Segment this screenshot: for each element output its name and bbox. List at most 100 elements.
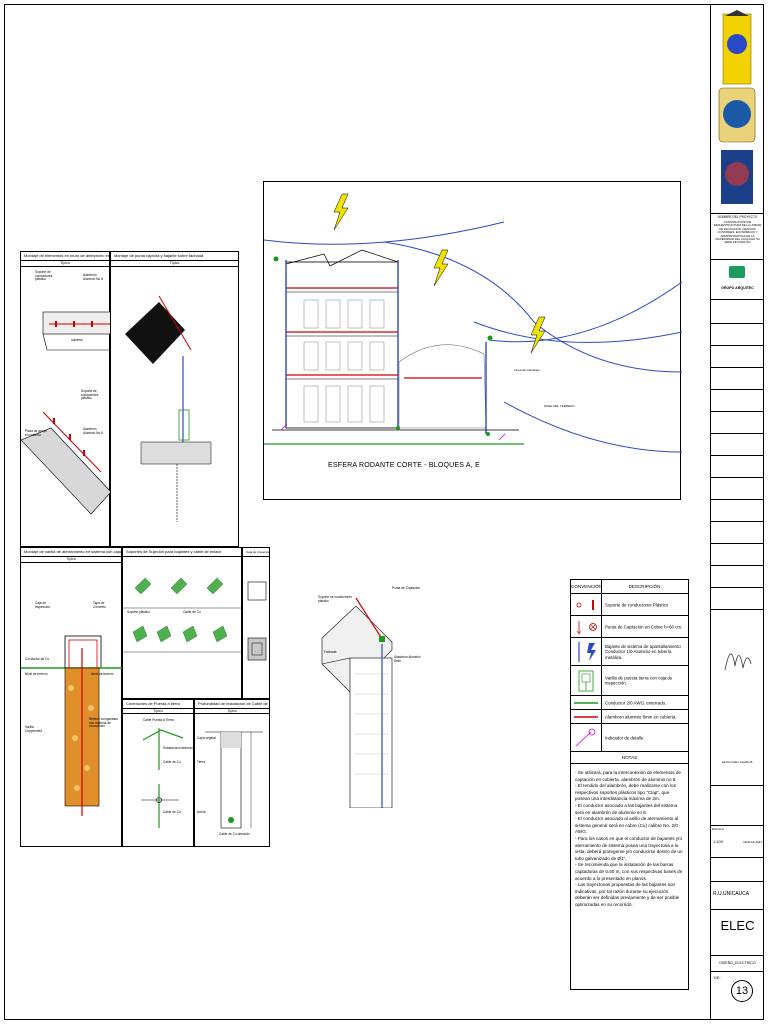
panel-drawing: [205, 731, 263, 829]
panel-roof-parapet: Montaje de elementos en muro de antepech…: [20, 251, 111, 547]
legend-row: Soporte de conductores Plástico: [571, 594, 688, 616]
note-item: - Se recomienda que la instalación de la…: [575, 862, 683, 881]
tb-row: [711, 588, 764, 610]
legend-desc: Punta de Captación en Cobre h=60 cm.: [605, 623, 683, 629]
project-block: NOMBRE DEL PROYECTO CONSTRUCCIÓN DE INFR…: [711, 214, 764, 260]
detail-label-tip: Punta de Captación: [392, 586, 420, 590]
note-item: - Las trayectorias propuestas de las baj…: [575, 882, 680, 907]
typical-tag: Típico: [21, 556, 121, 563]
panel-title: Conexiones de Puesta a tierra: [123, 700, 193, 709]
legend-row: Indicador de detalle.: [571, 724, 688, 752]
tb-row: [711, 346, 764, 368]
legend-table: CONVENCIÓN DESCRIPCIÓN Soporte de conduc…: [570, 579, 689, 990]
typical-tag: Típico: [123, 708, 193, 714]
detail-label-support: Soporte de conductores plástico: [318, 595, 352, 603]
buried-conductor-icon: [571, 696, 602, 709]
panel-drawing: [123, 577, 243, 653]
roof-conductor-icon: [571, 710, 602, 723]
client-name: R.U.UNICAUCA: [713, 891, 750, 897]
title-block: NOMBRE DEL PROYECTO CONSTRUCCIÓN DE INFR…: [710, 4, 764, 1020]
legend-row: Bajante de sistema de apantallamiento Co…: [571, 638, 688, 666]
firm-block: GRUPO ARQUITEC: [711, 260, 764, 300]
panel-title: Profundidad de instalación de Cable de C…: [195, 700, 269, 709]
label-cable: Cable de Cu: [183, 610, 201, 614]
drawing-sheet: [4, 4, 764, 1020]
label-box: Caja de inspección: [35, 601, 51, 609]
tb-row: [711, 324, 764, 346]
legend-header: CONVENCIÓN DESCRIPCIÓN: [571, 580, 688, 594]
detail-label-facade: Fachada: [324, 650, 337, 654]
date-value: MAR-15-2021: [743, 840, 762, 844]
panel-cable-depth: Profundidad de instalación de Cable de C…: [194, 699, 270, 847]
panel-title: Montaje de punta captora y bajante sobre…: [111, 252, 238, 261]
signature-name: Héctor Fabio Castillo B.: [721, 760, 754, 764]
tb-row: [711, 522, 764, 544]
signature-block: Héctor Fabio Castillo B.: [711, 610, 764, 786]
tb-row: [711, 368, 764, 390]
scale-label: ESCALA: [712, 827, 724, 831]
project-label: NOMBRE DEL PROYECTO: [717, 215, 758, 219]
label-cu-2: Cable de Cu: [163, 810, 181, 814]
label-vegetal: Capa vegetal: [197, 736, 216, 740]
scale-block: ESCALA 1:100 MAR-15-2021: [711, 826, 764, 858]
tb-row: [711, 566, 764, 588]
panel-drawing: [125, 295, 212, 522]
tb-row: [711, 544, 764, 566]
notes-list: - Se utilizará, para la interconexión de…: [575, 770, 684, 908]
drawing-type: DISEÑO_ELECTRICO: [719, 961, 756, 965]
panel-title: Soportes de Sujeción para bajantes y cab…: [123, 548, 241, 557]
detail-facade-corner: Punta de Captación Soporte de conductore…: [318, 584, 428, 808]
label-ground-left: Nivel de terreno: [25, 672, 48, 676]
label-fill: Relleno compactado con material de excav…: [89, 717, 119, 729]
legend-desc: Indicador de detalle.: [605, 734, 645, 740]
firm-name: GRUPO ARQUITEC: [721, 286, 754, 290]
typical-tag: Típico: [21, 260, 109, 267]
sheet-number-block: DE: 13: [711, 972, 764, 1020]
tb-row: [711, 412, 764, 434]
tb-row: [711, 300, 764, 324]
detail-indicator-icon: [571, 724, 602, 751]
label-cover: Tapa de Concreto: [93, 601, 106, 609]
discipline-block: ELEC: [711, 910, 764, 956]
label-plate: Placa de apoyo en cubierta: [25, 429, 47, 437]
legend-row: Alambron aluminio 8mm en cubierta.: [571, 710, 688, 724]
scale-value: 1:100: [713, 839, 724, 844]
label-pat: Cable Puesta a Tierra: [143, 718, 174, 722]
panel-fixing-supports: Soportes de Sujeción para bajantes y cab…: [122, 547, 243, 699]
tb-row: [711, 500, 764, 522]
legend-col-convention: CONVENCIÓN: [571, 580, 602, 593]
drawing-type-block: DISEÑO_ELECTRICO: [711, 956, 764, 972]
label-rod: Varilla Copperweld: [25, 725, 43, 733]
panel-title: Montaje de elementos en muro de antepech…: [21, 252, 109, 261]
section-drawing: [264, 193, 682, 453]
down-conductor-icon: [571, 638, 602, 665]
label-support: Soporte de conductores plástico: [35, 270, 53, 282]
tb-row: [711, 456, 764, 478]
panel-facade-downconductor: Montaje de punta captora y bajante sobre…: [110, 251, 239, 547]
legend-row: Varilla de puesta tierra con caja de ins…: [571, 666, 688, 696]
panel-ground-rod: Montaje de varilla de aterramiento en si…: [20, 547, 123, 847]
signature-icon: [724, 653, 752, 671]
legend-col-description: DESCRIPCIÓN: [628, 584, 661, 589]
coat-of-arms-icon: [718, 10, 756, 204]
notes-title: NOTAS: [571, 752, 688, 764]
panel-grounding-connections: Conexiones de Puesta a tierra Típico Cab…: [122, 699, 194, 847]
section-label-capture: Línea de Captación: [514, 368, 541, 372]
note-item: - Para los casos en que el conductor de …: [575, 835, 683, 861]
air-terminal-icon: [571, 616, 602, 637]
panel-title: Caja de Inspección: [243, 548, 269, 557]
typical-tag: Típico: [195, 708, 269, 714]
section-view: ESFERA RODANTE CORTE - BLOQUES A, E Líne…: [263, 181, 682, 500]
label-aluminum-2: Alambrón Aluminio No 8: [83, 427, 103, 435]
legend-desc: Bajante de sistema de apantallamiento Co…: [605, 643, 681, 660]
discipline-code: ELEC: [720, 918, 755, 933]
panel-title: Montaje de varilla de aterramiento en si…: [21, 548, 121, 557]
tb-row: [711, 786, 764, 826]
label-roof: cubierta: [71, 338, 83, 342]
label-cu-1: Cable de Cu: [163, 760, 181, 764]
sheet-prefix: DE:: [714, 975, 721, 980]
panel-drawing: [21, 635, 123, 816]
legend-desc: Alambron aluminio 8mm en cubierta.: [605, 713, 677, 719]
tb-row: [711, 478, 764, 500]
tb-row: [711, 858, 764, 882]
